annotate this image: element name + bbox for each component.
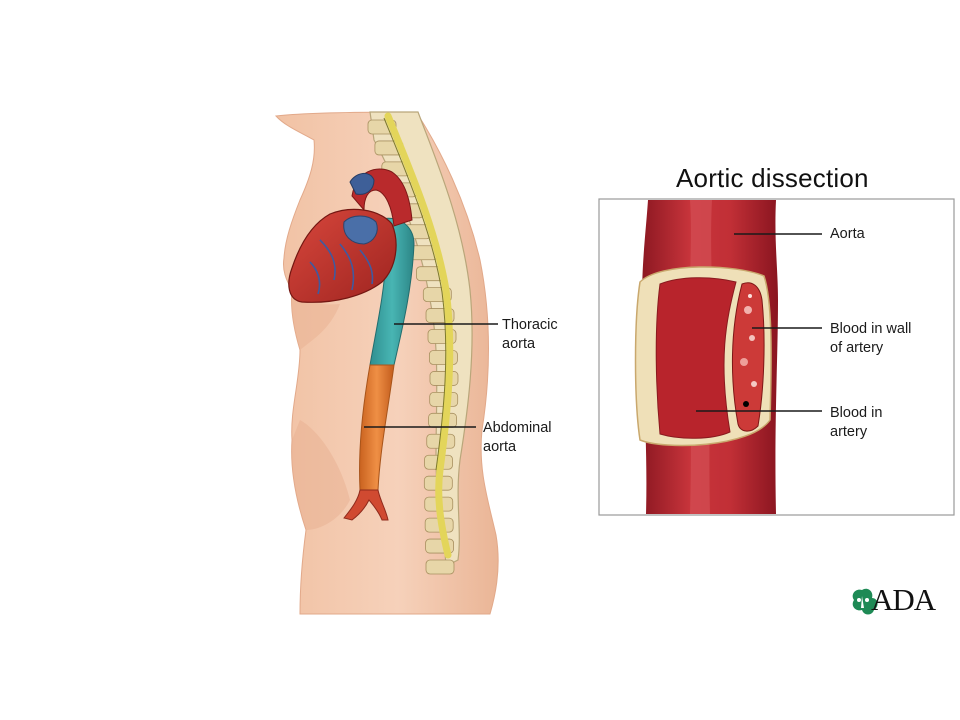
clot-texture (740, 294, 757, 407)
label-wall-line1: Blood in wall (830, 321, 912, 337)
iliac-arteries (343, 489, 389, 521)
false-lumen-blood (731, 282, 765, 432)
label-artery-line2: artery (830, 424, 868, 440)
coronary-vessels (309, 239, 374, 295)
dissection-panel (598, 198, 955, 516)
heart (288, 168, 413, 303)
spinal-cord-edge (383, 117, 447, 471)
spine (367, 111, 473, 575)
label-abdominal-aorta: Abdominal aorta (483, 419, 552, 457)
label-wall-line2: of artery (830, 340, 884, 356)
label-blood-in-wall: Blood in wall of artery (830, 320, 911, 358)
vertebra (425, 559, 455, 575)
label-abdominal-line1: Abdominal (483, 420, 552, 436)
label-thoracic-line2: aorta (502, 336, 536, 352)
label-thoracic-line1: Thoracic (502, 317, 558, 333)
adam-logo-text: ADA (871, 582, 936, 617)
chest-shading (291, 290, 340, 350)
label-blood-in-artery: Blood in artery (830, 404, 882, 442)
label-abdominal-line2: aorta (483, 439, 517, 455)
label-aorta-line1: Aorta (830, 226, 865, 242)
label-aorta: Aorta (830, 225, 865, 244)
diagram-title: Aortic dissection (676, 163, 869, 193)
superior-vessel (349, 173, 375, 195)
body-leader-lines (364, 323, 498, 428)
label-artery-line1: Blood in (830, 405, 883, 421)
spinal-cord (384, 112, 454, 559)
label-thoracic-aorta: Thoracic aorta (502, 316, 558, 354)
leaf-icon (852, 588, 878, 615)
vertebra (429, 371, 459, 386)
inner-lumen (655, 277, 737, 439)
pulmonary-trunk (343, 215, 378, 245)
abdomen-shading (291, 420, 350, 530)
